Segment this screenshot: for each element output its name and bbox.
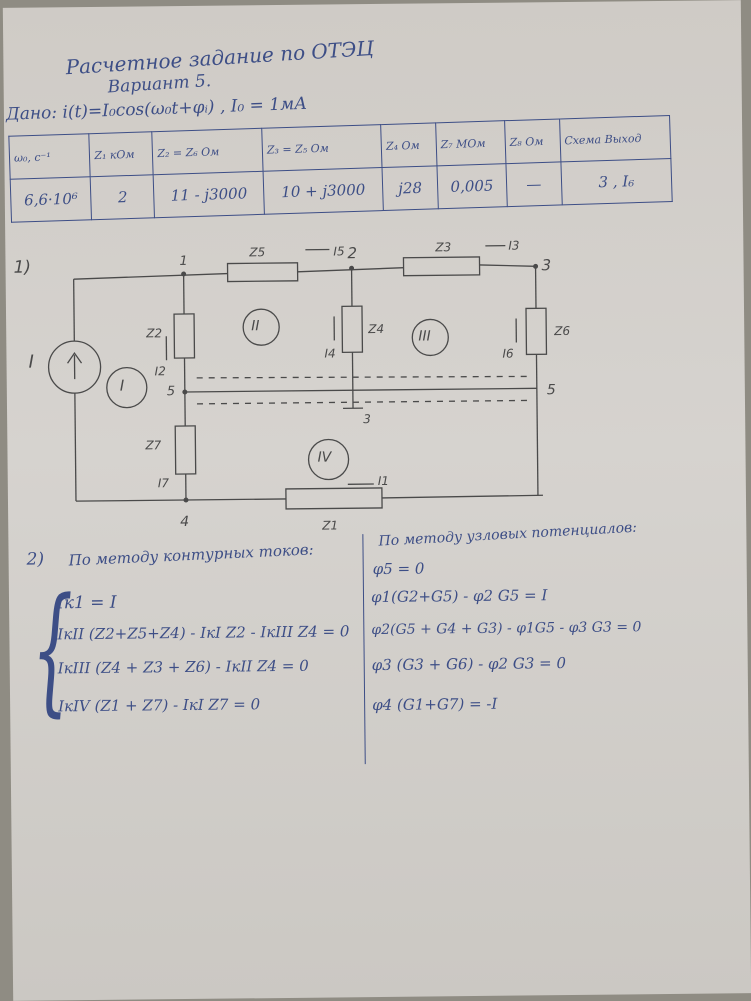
node-label-1: 1: [179, 254, 187, 269]
label-z4: Z4: [368, 322, 384, 336]
section-1-label: 1): [13, 258, 31, 278]
node-label-5-left: 5: [167, 384, 175, 399]
loop-label-ii: II: [251, 318, 259, 334]
resistor-z7: [175, 426, 196, 474]
resistor-z2: [174, 314, 194, 358]
node-dot: [533, 264, 538, 269]
nodal-equation: φ2(G5 + G4 + G3) - φ1G5 - φ3 G3 = 0: [371, 619, 641, 638]
wire-node5: [185, 388, 537, 392]
dashed-line: [197, 374, 527, 379]
node-label-5-right: 5: [547, 382, 556, 398]
wire: [76, 499, 286, 501]
mesh-equation: IкIII (Z4 + Z3 + Z6) - IкII Z4 = 0: [58, 657, 309, 678]
label-z6: Z6: [554, 324, 570, 338]
loop-i-circle: [107, 367, 147, 407]
label-i2: I2: [155, 364, 166, 378]
source-label: I: [28, 352, 34, 373]
label-i4: I4: [324, 346, 335, 360]
resistor-z3: [403, 257, 479, 276]
nodal-equation: φ5 = 0: [373, 560, 425, 579]
node-dot: [182, 389, 187, 394]
label-z5: Z5: [249, 245, 265, 259]
dashed-line: [197, 400, 527, 403]
loop-label-i: I: [120, 377, 125, 395]
label-i5: I5: [333, 244, 344, 258]
mesh-equation: IкIV (Z1 + Z7) - IкI Z7 = 0: [58, 695, 260, 715]
nodal-equation: φ4 (G1+G7) = -I: [372, 695, 497, 714]
mesh-equation: Iк1 = I: [57, 593, 117, 614]
label-z2: Z2: [146, 326, 162, 340]
wire: [74, 274, 228, 280]
resistor-z5: [228, 263, 298, 282]
circuit-diagram: [3, 0, 751, 1001]
wire: [480, 264, 536, 267]
mesh-equation: IкII (Z2+Z5+Z4) - IкI Z2 - IкIII Z4 = 0: [57, 622, 349, 643]
wire: [536, 354, 537, 495]
wire: [382, 495, 543, 498]
loop-label-iii: III: [418, 328, 431, 344]
resistor-z4: [342, 306, 362, 352]
label-i6: I6: [502, 347, 513, 361]
node-label-2: 2: [347, 244, 357, 262]
wire: [74, 279, 75, 341]
label-i1: I1: [378, 474, 389, 488]
label-z7: Z7: [145, 438, 161, 452]
loop-label-iv: IV: [317, 449, 331, 465]
label-i3: I3: [508, 238, 519, 252]
nodal-equation: φ3 (G3 + G6) - φ2 G3 = 0: [372, 654, 566, 674]
paper-sheet: Расчетное задание по ОТЭЦ Вариант 5. Дан…: [3, 0, 751, 1001]
loop-ii-circle: [243, 309, 279, 345]
ground-label: 3: [363, 412, 371, 426]
node-label-3: 3: [541, 256, 551, 274]
label-z3: Z3: [435, 240, 451, 254]
nodal-equation: φ1(G2+G5) - φ2 G5 = I: [371, 586, 548, 606]
node-dot: [183, 497, 188, 502]
section-2-label: 2): [26, 549, 44, 569]
label-z1: Z1: [322, 518, 338, 532]
resistor-z6: [526, 308, 546, 354]
resistor-z1: [286, 488, 382, 509]
wire: [352, 352, 353, 408]
wire: [75, 393, 76, 501]
label-i7: I7: [158, 476, 169, 490]
node-label-4: 4: [180, 514, 189, 530]
